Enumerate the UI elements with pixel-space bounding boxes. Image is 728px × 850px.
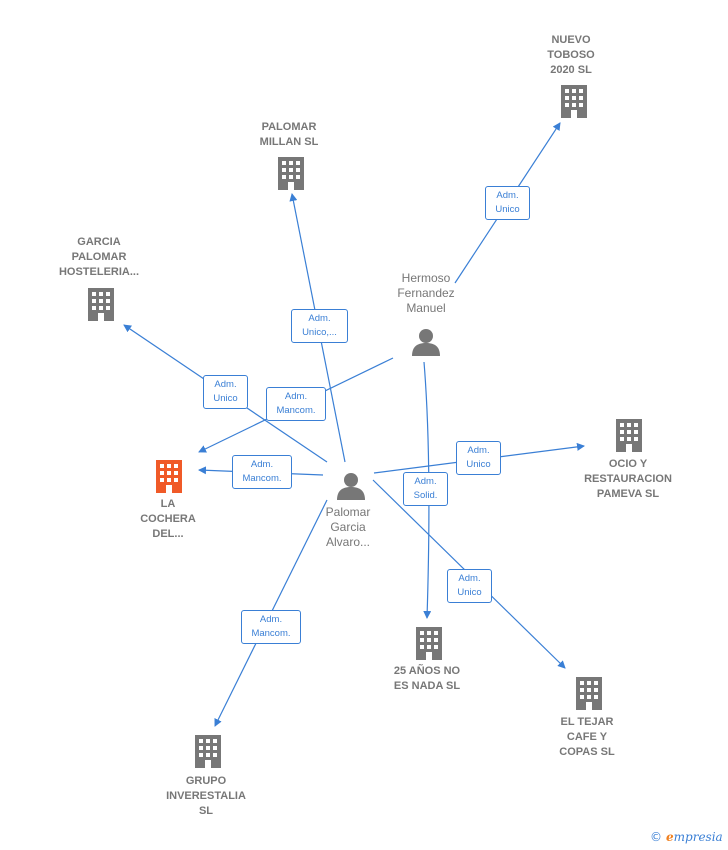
edge-label-palomar-ocio: Adm. Unico bbox=[456, 441, 501, 475]
edge-label-palomar-millan: Adm. Unico,... bbox=[291, 309, 348, 343]
node-grupo-inverestalia[interactable]: GRUPO INVERESTALIA SL bbox=[166, 775, 246, 817]
building-icon bbox=[195, 735, 221, 768]
edge-label-hermoso-nuevo-toboso: Adm. Unico bbox=[485, 186, 530, 220]
building-icon bbox=[576, 677, 602, 710]
person-icon bbox=[337, 473, 365, 500]
building-icon-focus bbox=[156, 460, 182, 493]
node-el-tejar[interactable]: EL TEJAR CAFE Y COPAS SL bbox=[559, 716, 615, 758]
building-icon bbox=[278, 157, 304, 190]
node-garcia-palomar-hosteleria[interactable]: GARCIA PALOMAR HOSTELERIA... bbox=[58, 236, 140, 278]
edge-label-hermoso-25-anos: Adm. Solid. bbox=[403, 472, 448, 506]
building-icon bbox=[416, 627, 442, 660]
node-nuevo-toboso[interactable]: NUEVO TOBOSO 2020 SL bbox=[547, 34, 595, 76]
node-palomar-garcia-alvaro[interactable]: Palomar Garcia Alvaro... bbox=[325, 505, 371, 549]
edge-label-palomar-grupo: Adm. Mancom. bbox=[241, 610, 301, 644]
node-ocio-restauracion-pameva[interactable]: OCIO Y RESTAURACION PAMEVA SL bbox=[584, 458, 672, 500]
node-hermoso-fernandez-manuel[interactable]: Hermoso Fernandez Manuel bbox=[397, 271, 455, 315]
node-la-cochera[interactable]: LA COCHERA DEL... bbox=[140, 498, 196, 540]
brand-name: mpresia bbox=[673, 830, 723, 844]
building-icon bbox=[88, 288, 114, 321]
edge-label-palomar-el-tejar: Adm. Unico bbox=[447, 569, 492, 603]
empresia-logo: © empresia bbox=[650, 830, 723, 844]
building-icon bbox=[616, 419, 642, 452]
edge-label-hermoso-cochera: Adm. Mancom. bbox=[266, 387, 326, 421]
copyright-icon: © bbox=[650, 830, 662, 844]
node-palomar-millan[interactable]: PALOMAR MILLAN SL bbox=[259, 121, 319, 148]
building-icon bbox=[561, 85, 587, 118]
edge-label-palomar-garcia-hosteleria: Adm. Unico bbox=[203, 375, 248, 409]
person-icon bbox=[412, 329, 440, 356]
edge-label-palomar-cochera: Adm. Mancom. bbox=[232, 455, 292, 489]
node-25-anos-no-es-nada[interactable]: 25 AÑOS NO ES NADA SL bbox=[393, 665, 461, 692]
brand-letter: e bbox=[666, 830, 674, 844]
